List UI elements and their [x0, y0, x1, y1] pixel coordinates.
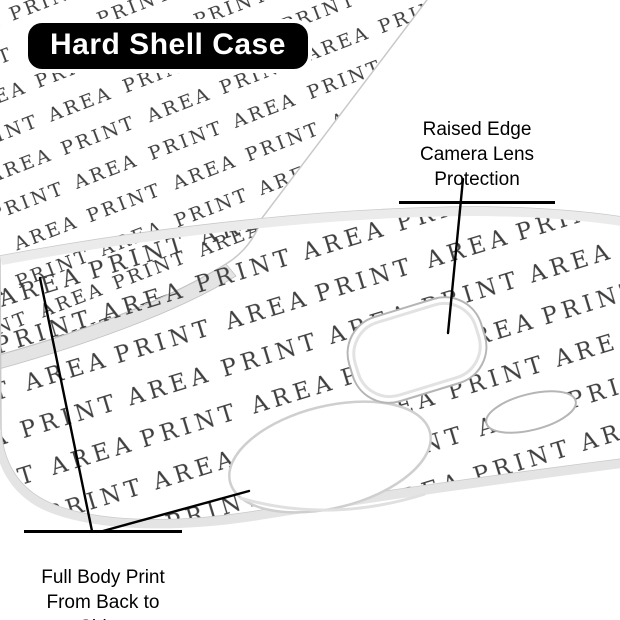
annotation-camera: Raised Edge Camera Lens Protection [399, 92, 555, 205]
leader-line-camera [446, 177, 465, 335]
case-curve-shading [239, 492, 426, 512]
annotation-fullbody-text: Full Body Print From Back to Sides [41, 567, 165, 620]
badge-label: Hard Shell Case [50, 28, 286, 61]
case-front-raised-edge [0, 207, 620, 265]
leader-line-fullbody-right [101, 489, 251, 533]
annotation-fullbody: Full Body Print From Back to Sides [24, 530, 182, 620]
annotation-camera-text: Raised Edge Camera Lens Protection [419, 119, 535, 191]
product-badge: Hard Shell Case [24, 19, 312, 73]
camera-cutout-raised-rim [352, 301, 482, 399]
case-inner-opening [228, 400, 432, 514]
leader-line-fullbody-left [38, 276, 94, 533]
camera-cutout [346, 296, 488, 404]
port-cutout [485, 390, 577, 434]
